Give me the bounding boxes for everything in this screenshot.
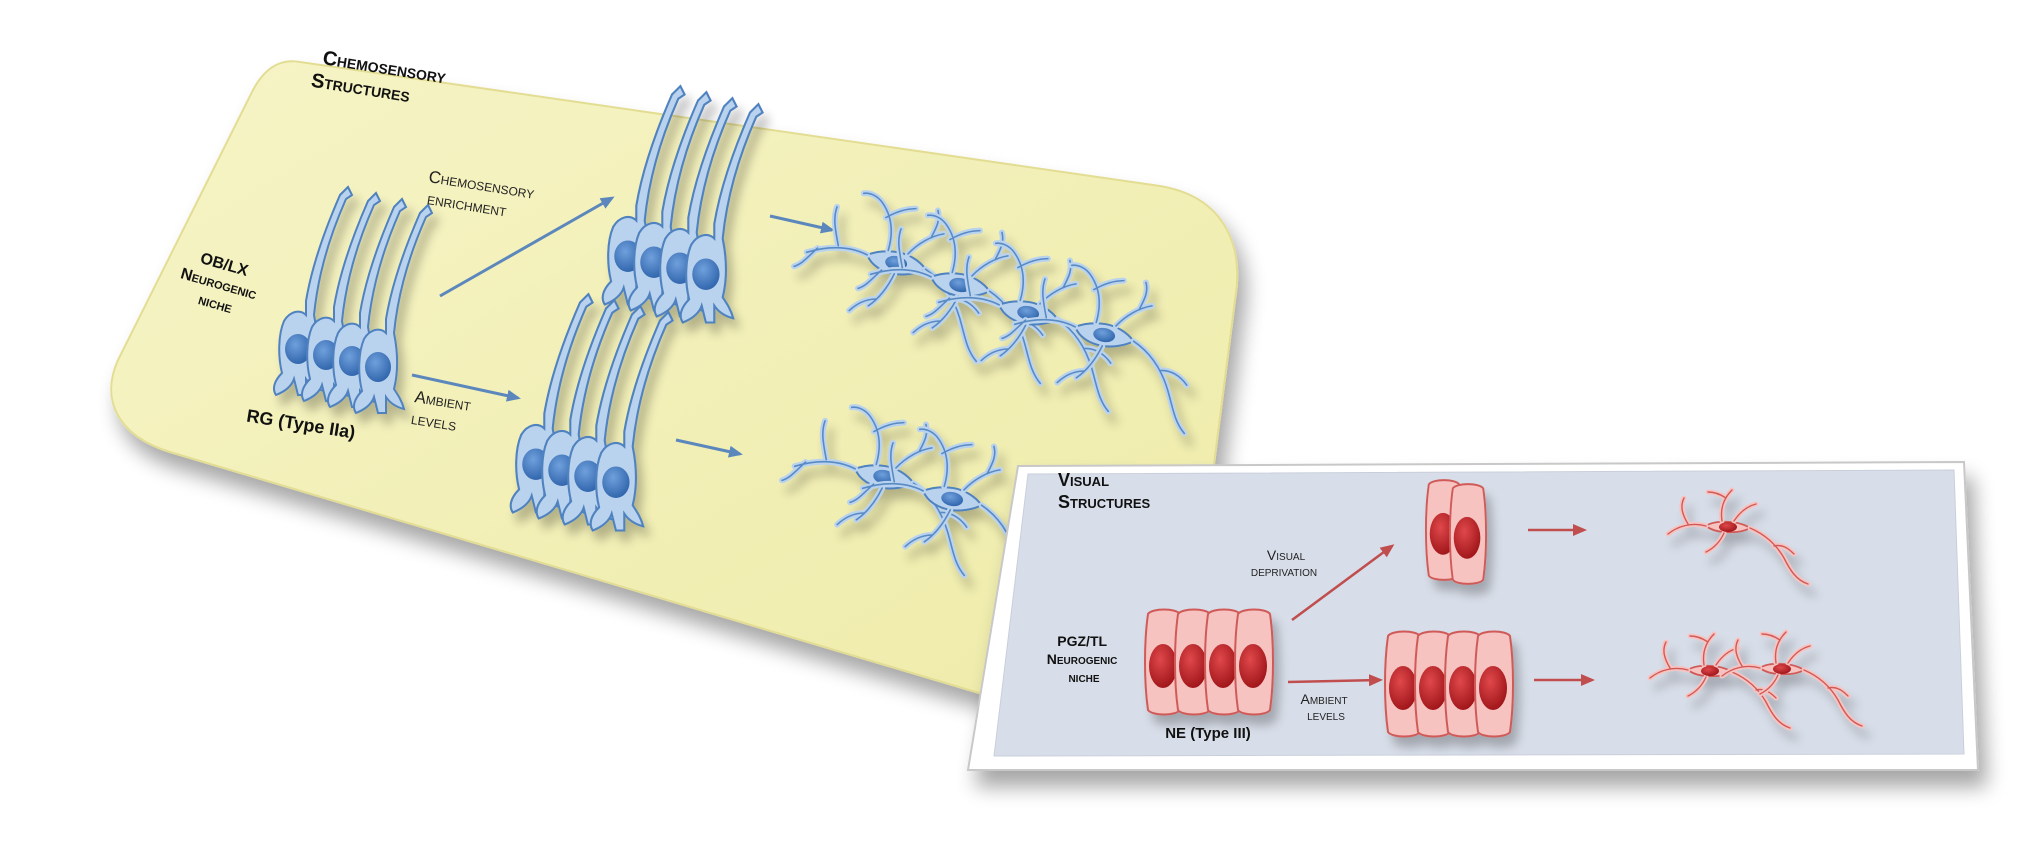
chemosensory-ambient-arrow [411,373,521,402]
chemosensory-panel: Chemosensory Structures OB/LX Neurogenic… [110,47,1239,735]
visual-niche-label: PGZ/TL Neurogenic niche [1047,633,1122,685]
ne-deprived-cluster [1424,479,1488,585]
ne-progenitor-cluster [1144,608,1274,716]
chemosensory-enrichment-arrow [439,196,615,298]
visual-ambient-label: Ambient levels [1300,691,1351,723]
visual-title: Visual Structures [1058,470,1150,512]
ne-cell [1234,608,1274,716]
ne-ambient-cluster [1384,630,1514,738]
chemosensory-upper-neuron-arrow [769,214,835,234]
visual-panel: Visual Structures PGZ/TL Neurogenic nich… [966,460,1980,771]
chemosensory-lower-neuron-arrow [675,438,743,458]
visual-ambient-arrow [1287,674,1383,687]
visual-deprivation-arrow [1291,544,1395,622]
visual-deprivation-label: Visual deprivation [1251,547,1317,579]
ne-cell [1474,630,1514,738]
ne-progenitor-label: NE (Type III) [1165,725,1251,742]
ne-cell [1448,483,1488,585]
